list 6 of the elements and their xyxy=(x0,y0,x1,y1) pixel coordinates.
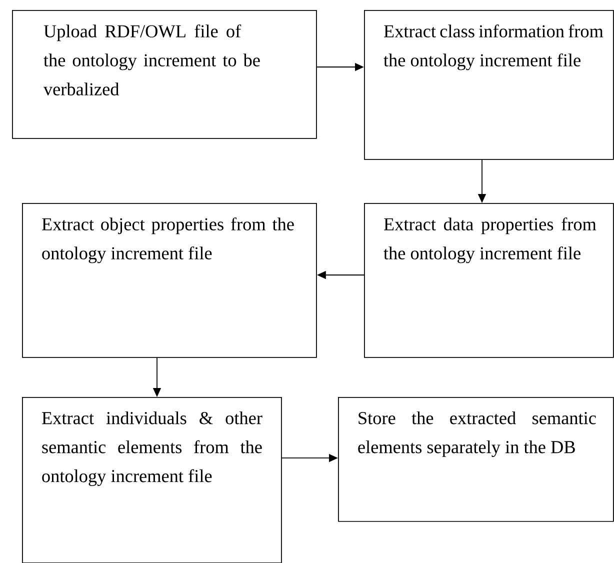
process-box: Extract object properties from the ontology increment file xyxy=(22,203,317,358)
process-box: Upload RDF/OWL file of the ontology increment to be verbalized xyxy=(12,10,317,139)
process-box: Extract individuals & other semantic elements from the ontology increment file xyxy=(22,396,282,563)
process-box: Extract class information from the ontology increment file xyxy=(364,10,614,160)
process-box: Store the extracted semantic elements separately in the DB xyxy=(338,396,614,522)
process-box: Extract data properties from the ontology increment file xyxy=(364,203,614,358)
